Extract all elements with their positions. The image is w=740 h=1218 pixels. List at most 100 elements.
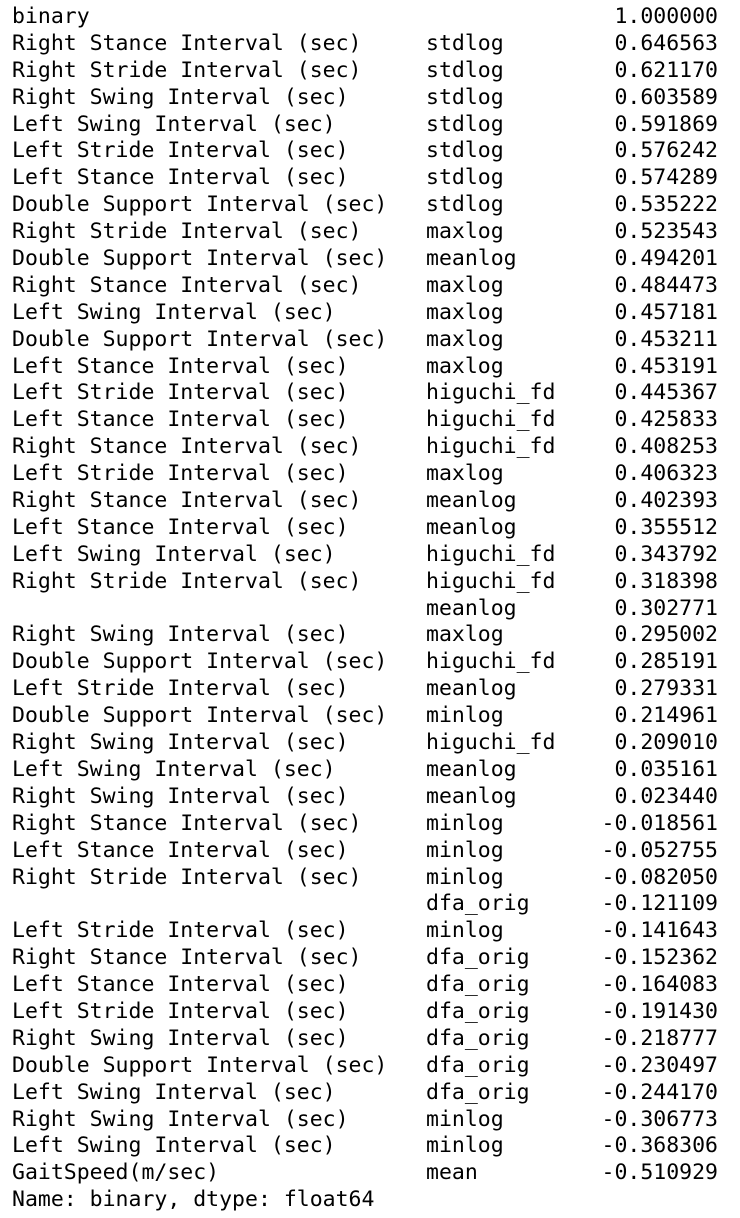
series-row: Left Stance Interval (sec) dfa_orig -0.164… (12, 972, 722, 999)
row-stat-name: dfa_orig (426, 972, 530, 998)
row-correlation-value: -0.164083 (601, 972, 719, 998)
row-correlation-value: 0.457181 (614, 299, 718, 325)
row-correlation-value: 0.494201 (614, 246, 718, 272)
row-feature-name: Right Stride Interval (sec) (12, 219, 362, 245)
row-stat-name: stdlog (426, 165, 504, 191)
row-feature-name: Right Stride Interval (sec) (12, 568, 362, 594)
row-stat-name: minlog (426, 703, 504, 729)
row-feature-name: Left Stance Interval (sec) (12, 837, 349, 863)
row-stat-name: meanlog (426, 514, 517, 540)
row-correlation-value: 0.576242 (614, 138, 718, 164)
row-correlation-value: -0.218777 (601, 1025, 719, 1051)
row-feature-name: Right Stride Interval (sec) (12, 57, 362, 83)
row-feature-name: Right Swing Interval (sec) (12, 84, 349, 110)
series-row: Right Stance Interval (sec)dfa_orig-0.15… (12, 945, 722, 972)
row-feature-name: Left Stride Interval (sec) (12, 676, 349, 702)
row-correlation-value: 0.408253 (614, 434, 718, 460)
row-correlation-value: -0.191430 (601, 998, 719, 1024)
row-feature-name: Right Stance Interval (sec) (12, 272, 362, 298)
row-correlation-value: 0.621170 (614, 57, 718, 83)
series-row: Left Swing Interval (sec)minlog-0.368306 (12, 1133, 722, 1160)
row-feature-name: Double Support Interval (sec) (12, 246, 388, 272)
row-correlation-value: -0.368306 (601, 1133, 719, 1159)
row-stat-name: stdlog (426, 84, 504, 110)
row-correlation-value: 0.406323 (614, 461, 718, 487)
row-stat-name: stdlog (426, 111, 504, 137)
row-feature-name: Left Stance Interval (sec) (12, 972, 349, 998)
row-feature-name: Right Stance Interval (sec) (12, 945, 362, 971)
row-feature-name: Double Support Interval (sec) (12, 326, 388, 352)
row-stat-name: dfa_orig (426, 1052, 530, 1078)
row-feature-name: Left Stride Interval (sec) (12, 380, 349, 406)
row-correlation-value: 0.035161 (614, 756, 718, 782)
row-stat-name: minlog (426, 837, 504, 863)
row-correlation-value: 0.318398 (614, 568, 718, 594)
row-stat-name: dfa_orig (426, 1079, 530, 1105)
row-feature-name: Left Swing Interval (sec) (12, 111, 336, 137)
row-feature-name: Right Stance Interval (sec) (12, 30, 362, 56)
row-feature-name: Right Swing Interval (sec) (12, 622, 349, 648)
row-stat-name: higuchi_fd (426, 407, 556, 433)
row-stat-name: higuchi_fd (426, 380, 556, 406)
row-correlation-value: 0.646563 (614, 30, 718, 56)
row-feature-name: Left Swing Interval (sec) (12, 756, 336, 782)
series-row: Double Support Interval (sec)dfa_orig-0.… (12, 1053, 722, 1080)
row-correlation-value: 0.209010 (614, 730, 718, 756)
row-correlation-value: 0.214961 (614, 703, 718, 729)
row-stat-name: minlog (426, 864, 504, 890)
row-correlation-value: 1.000000 (614, 4, 718, 29)
row-feature-name: Left Stance Interval (sec) (12, 514, 349, 540)
row-stat-name: meanlog (426, 595, 517, 621)
series-row: meanlog 0.302771 (12, 596, 722, 623)
row-correlation-value: 0.445367 (614, 380, 718, 406)
row-stat-name: dfa_orig (426, 998, 530, 1024)
row-stat-name: higuchi_fd (426, 541, 556, 567)
row-correlation-value: -0.082050 (601, 864, 719, 890)
row-stat-name: minlog (426, 810, 504, 836)
series-row: dfa_orig-0.121109 (12, 891, 722, 918)
row-correlation-value: -0.121109 (601, 891, 719, 917)
row-feature-name: Right Stance Interval (sec) (12, 810, 362, 836)
row-feature-name: Left Swing Interval (sec) (12, 1133, 336, 1159)
row-stat-name: maxlog (426, 326, 504, 352)
series-row: Right Stride Interval (sec) stdlog 0.62117… (12, 58, 722, 85)
row-stat-name: mean (426, 1160, 478, 1186)
row-feature-name: Right Swing Interval (sec) (12, 783, 349, 809)
row-feature-name: Left Stride Interval (sec) (12, 461, 349, 487)
series-row: Left Stride Interval (sec)minlog-0.14164… (12, 918, 722, 945)
row-stat-name: meanlog (426, 488, 517, 514)
row-stat-name: stdlog (426, 57, 504, 83)
row-correlation-value: 0.484473 (614, 272, 718, 298)
series-row: Right Stance Interval (sec)minlog-0.0185… (12, 811, 722, 838)
row-feature-name: Double Support Interval (sec) (12, 1052, 388, 1078)
row-stat-name: maxlog (426, 219, 504, 245)
row-stat-name: stdlog (426, 30, 504, 56)
row-correlation-value: 0.523543 (614, 219, 718, 245)
row-correlation-value: 0.302771 (614, 595, 718, 621)
series-footer: Name: binary, dtype: float64 (12, 1187, 375, 1213)
series-row: Left Swing Interval (sec)dfa_orig-0.2441… (12, 1080, 722, 1107)
row-stat-name: dfa_orig (426, 1025, 530, 1051)
row-feature-name: Left Stride Interval (sec) (12, 138, 349, 164)
row-stat-name: higuchi_fd (426, 568, 556, 594)
row-correlation-value: -0.244170 (601, 1079, 719, 1105)
row-stat-name: higuchi_fd (426, 434, 556, 460)
row-correlation-value: 0.591869 (614, 111, 718, 137)
row-stat-name: higuchi_fd (426, 649, 556, 675)
row-feature-name: Left Swing Interval (sec) (12, 541, 336, 567)
